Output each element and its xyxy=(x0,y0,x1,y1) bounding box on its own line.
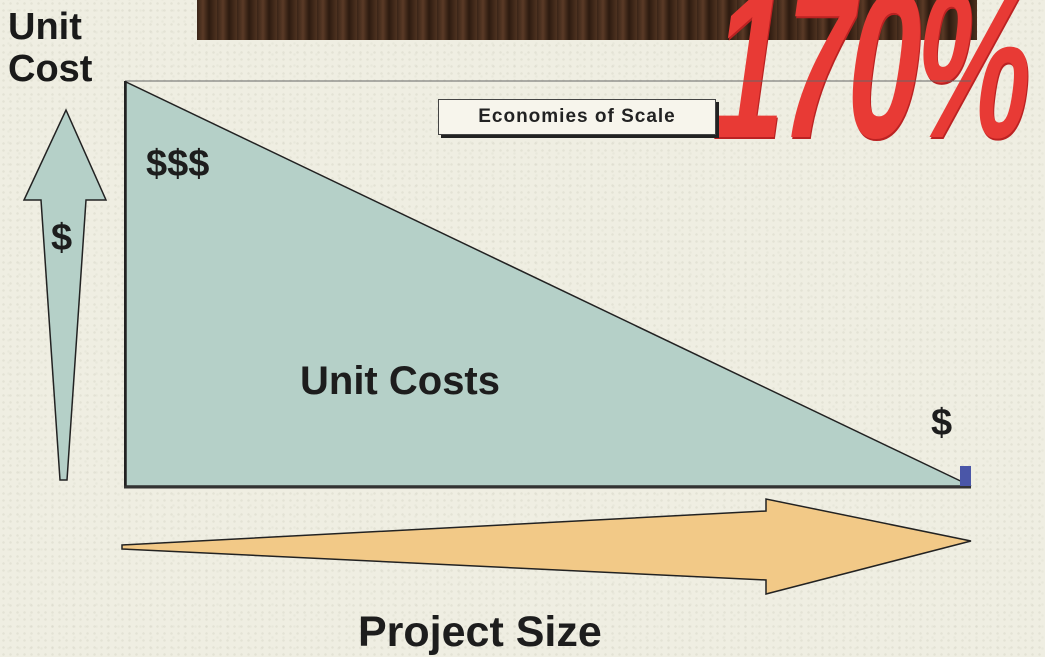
diagram-shapes xyxy=(22,80,972,595)
diagram-title: Economies of Scale xyxy=(438,99,716,135)
y-axis-label: Unit Cost xyxy=(8,6,128,90)
y-arrow xyxy=(22,108,108,481)
low-cost-label: $ xyxy=(931,402,953,444)
region-label: Unit Costs xyxy=(300,359,500,403)
y-axis-label-line2: Cost xyxy=(8,48,93,90)
unit-cost-triangle xyxy=(125,80,972,487)
x-arrow xyxy=(121,498,972,595)
wood-banner xyxy=(197,0,977,40)
high-cost-label: $$$ xyxy=(146,143,210,185)
blue-accent xyxy=(960,466,971,486)
y-arrow-label: $ xyxy=(51,217,73,259)
x-axis-label: Project Size xyxy=(358,608,602,656)
y-axis-label-line1: Unit xyxy=(8,6,82,48)
